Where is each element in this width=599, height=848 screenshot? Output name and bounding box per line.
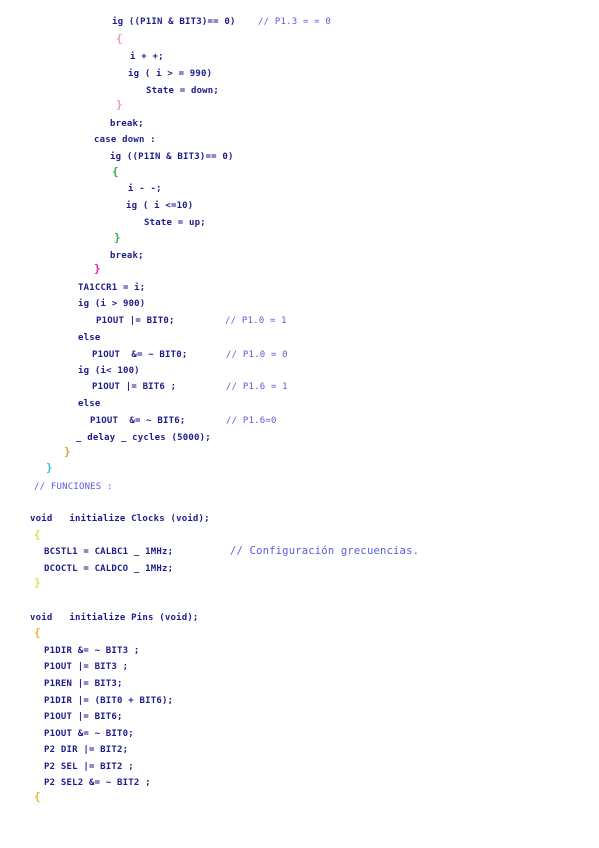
- brace: }: [94, 262, 101, 275]
- code-line: State = up;: [144, 218, 206, 228]
- code-line: ig ((P1IN & BIT3)== 0): [110, 152, 234, 162]
- code-line: ig ( i <=10): [126, 201, 194, 211]
- brace: {: [34, 790, 41, 803]
- code-line: break;: [110, 119, 144, 129]
- code-comment: // P1.0 = 0: [226, 350, 288, 360]
- code-line: i + +;: [130, 52, 164, 62]
- function-declaration: void initialize Clocks (void);: [30, 514, 210, 524]
- code-line: else: [78, 399, 101, 409]
- brace: }: [46, 461, 53, 474]
- code-line: ig (i > 900): [78, 299, 146, 309]
- code-line: BCSTL1 = CALBC1 _ 1MHz;: [44, 547, 174, 557]
- code-comment: // P1.6=0: [226, 416, 277, 426]
- brace: {: [34, 528, 41, 541]
- code-line: P2 DIR |= BIT2;: [44, 745, 129, 755]
- brace: {: [34, 626, 41, 639]
- code-line: ig ( i > = 990): [128, 69, 213, 79]
- code-line: P1DIR |= (BIT0 + BIT6);: [44, 696, 174, 706]
- code-comment: // P1.0 = 1: [225, 316, 287, 326]
- code-line: P2 SEL2 &= ~ BIT2 ;: [44, 778, 151, 788]
- code-comment: // Configuración grecuencias.: [230, 545, 420, 557]
- brace: }: [64, 445, 71, 458]
- code-line: P1OUT &= ~ BIT0;: [44, 729, 134, 739]
- brace: }: [114, 231, 121, 244]
- code-line: ig (i< 100): [78, 366, 140, 376]
- code-line: P2 SEL |= BIT2 ;: [44, 762, 134, 772]
- section-comment: // FUNCIONES :: [34, 482, 113, 492]
- code-line: P1OUT &= ~ BIT0;: [92, 350, 188, 360]
- code-line: DCOCTL = CALDCO _ 1MHz;: [44, 564, 174, 574]
- code-line: _ delay _ cycles (5000);: [76, 433, 211, 443]
- code-line: else: [78, 333, 101, 343]
- code-line: P1REN |= BIT3;: [44, 679, 123, 689]
- code-line: ig ((P1IN & BIT3)== 0): [112, 17, 236, 27]
- code-comment: // P1.6 = 1: [226, 382, 288, 392]
- brace: }: [116, 98, 123, 111]
- code-line: break;: [110, 251, 144, 261]
- brace: }: [34, 576, 41, 589]
- code-line: P1OUT |= BIT6;: [44, 712, 123, 722]
- brace: {: [116, 32, 123, 45]
- code-line: P1OUT |= BIT0;: [96, 316, 175, 326]
- code-line: P1OUT &= ~ BIT6;: [90, 416, 186, 426]
- code-line: P1OUT |= BIT3 ;: [44, 662, 129, 672]
- code-comment: // P1.3 = = 0: [258, 17, 332, 27]
- code-line: i - -;: [128, 184, 162, 194]
- code-line: TA1CCR1 = i;: [78, 283, 146, 293]
- function-declaration: void initialize Pins (void);: [30, 613, 199, 623]
- code-line: State = down;: [146, 86, 220, 96]
- code-line: P1DIR &= ~ BIT3 ;: [44, 646, 140, 656]
- code-line: P1OUT |= BIT6 ;: [92, 382, 177, 392]
- code-line: case down :: [94, 135, 156, 145]
- brace: {: [112, 165, 119, 178]
